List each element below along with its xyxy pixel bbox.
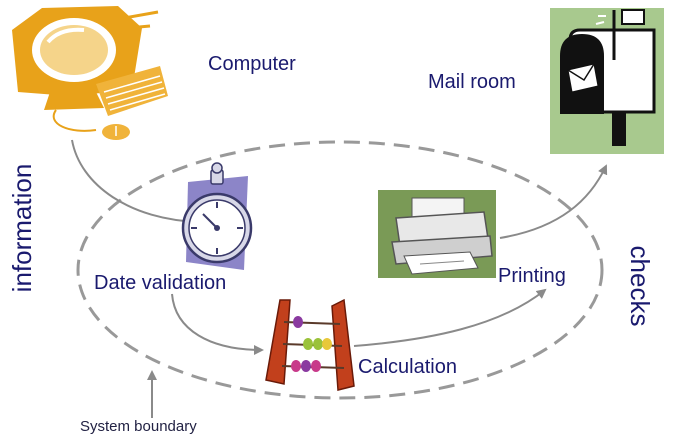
printer-icon [378, 190, 496, 278]
system-boundary-ellipse [76, 140, 604, 400]
label-printing: Printing [498, 265, 566, 287]
label-date-validation: Date validation [94, 272, 227, 294]
flow-arrow-printing-to-mailroom [499, 164, 608, 239]
mailbox-icon [550, 8, 664, 154]
flow-arrow-validation-to-calculation [171, 293, 264, 355]
label-mail-room: Mail room [428, 71, 516, 93]
label-system-boundary: System boundary [80, 418, 197, 435]
label-computer: Computer [208, 53, 296, 75]
flow-arrow-calculation-to-printing [353, 288, 547, 347]
label-information: information [7, 163, 37, 293]
label-checks: checks [625, 245, 655, 327]
computer-icon [12, 6, 168, 140]
label-calculation: Calculation [358, 356, 457, 378]
stopwatch-icon [181, 162, 253, 270]
abacus-icon [265, 298, 355, 391]
flow-arrow-computer-to-validation [71, 139, 202, 227]
